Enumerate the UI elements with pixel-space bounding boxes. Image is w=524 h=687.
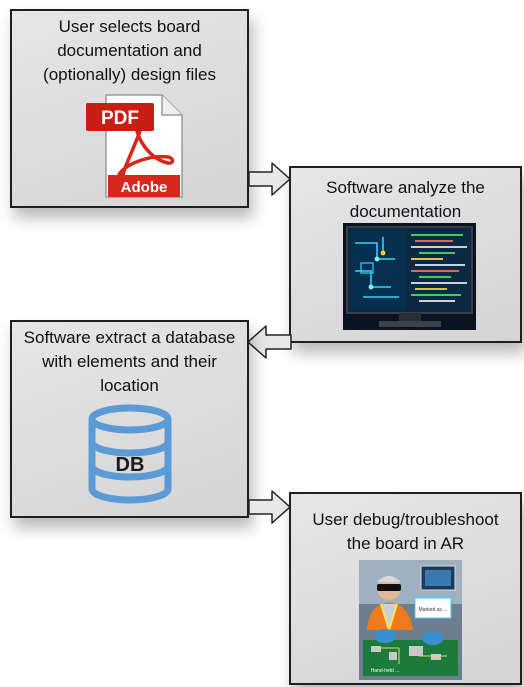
step-debug-in-ar: User debug/troubleshoot the board in AR … xyxy=(289,492,522,685)
pdf-badge-text: PDF xyxy=(101,108,139,129)
ar-callout-text: Marked as ... xyxy=(419,607,448,613)
pdf-document-icon: PDF Adobe xyxy=(86,94,183,198)
step-select-documentation-text: User selects board documentation and (op… xyxy=(12,15,247,87)
step-text-line: User selects board xyxy=(58,17,201,36)
step-text-line: documentation xyxy=(349,202,462,221)
step-text-line: the board in AR xyxy=(346,534,465,553)
code-monitor-image xyxy=(343,223,476,330)
step-analyze-documentation-text: Software analyze the documentation xyxy=(291,176,520,224)
step-text-line: Software analyze the xyxy=(326,178,485,197)
step-extract-database-text: Software extract a database with element… xyxy=(12,326,247,398)
db-label: DB xyxy=(116,454,145,476)
step-text-line: Software extract a database xyxy=(23,328,236,347)
step-text-line: User debug/troubleshoot xyxy=(312,510,499,529)
arrow-right-icon xyxy=(248,162,291,196)
database-icon: DB xyxy=(88,404,172,504)
step-debug-in-ar-text: User debug/troubleshoot the board in AR xyxy=(291,508,520,556)
step-text-line: with elements and their xyxy=(42,352,217,371)
ar-technician-photo: Marked as ... Hand-held ... xyxy=(359,560,462,680)
arrow-right-icon xyxy=(248,490,291,524)
step-extract-database: Software extract a database with element… xyxy=(10,320,249,518)
step-text-line: location xyxy=(100,376,159,395)
arrow-left-icon xyxy=(247,325,292,359)
ar-hands-label: Hand-held ... xyxy=(371,668,400,674)
step-text-line: (optionally) design files xyxy=(43,65,216,84)
adobe-brand-text: Adobe xyxy=(121,179,168,196)
step-select-documentation: User selects board documentation and (op… xyxy=(10,9,249,208)
step-analyze-documentation: Software analyze the documentation xyxy=(289,166,522,343)
step-text-line: documentation and xyxy=(57,41,202,60)
